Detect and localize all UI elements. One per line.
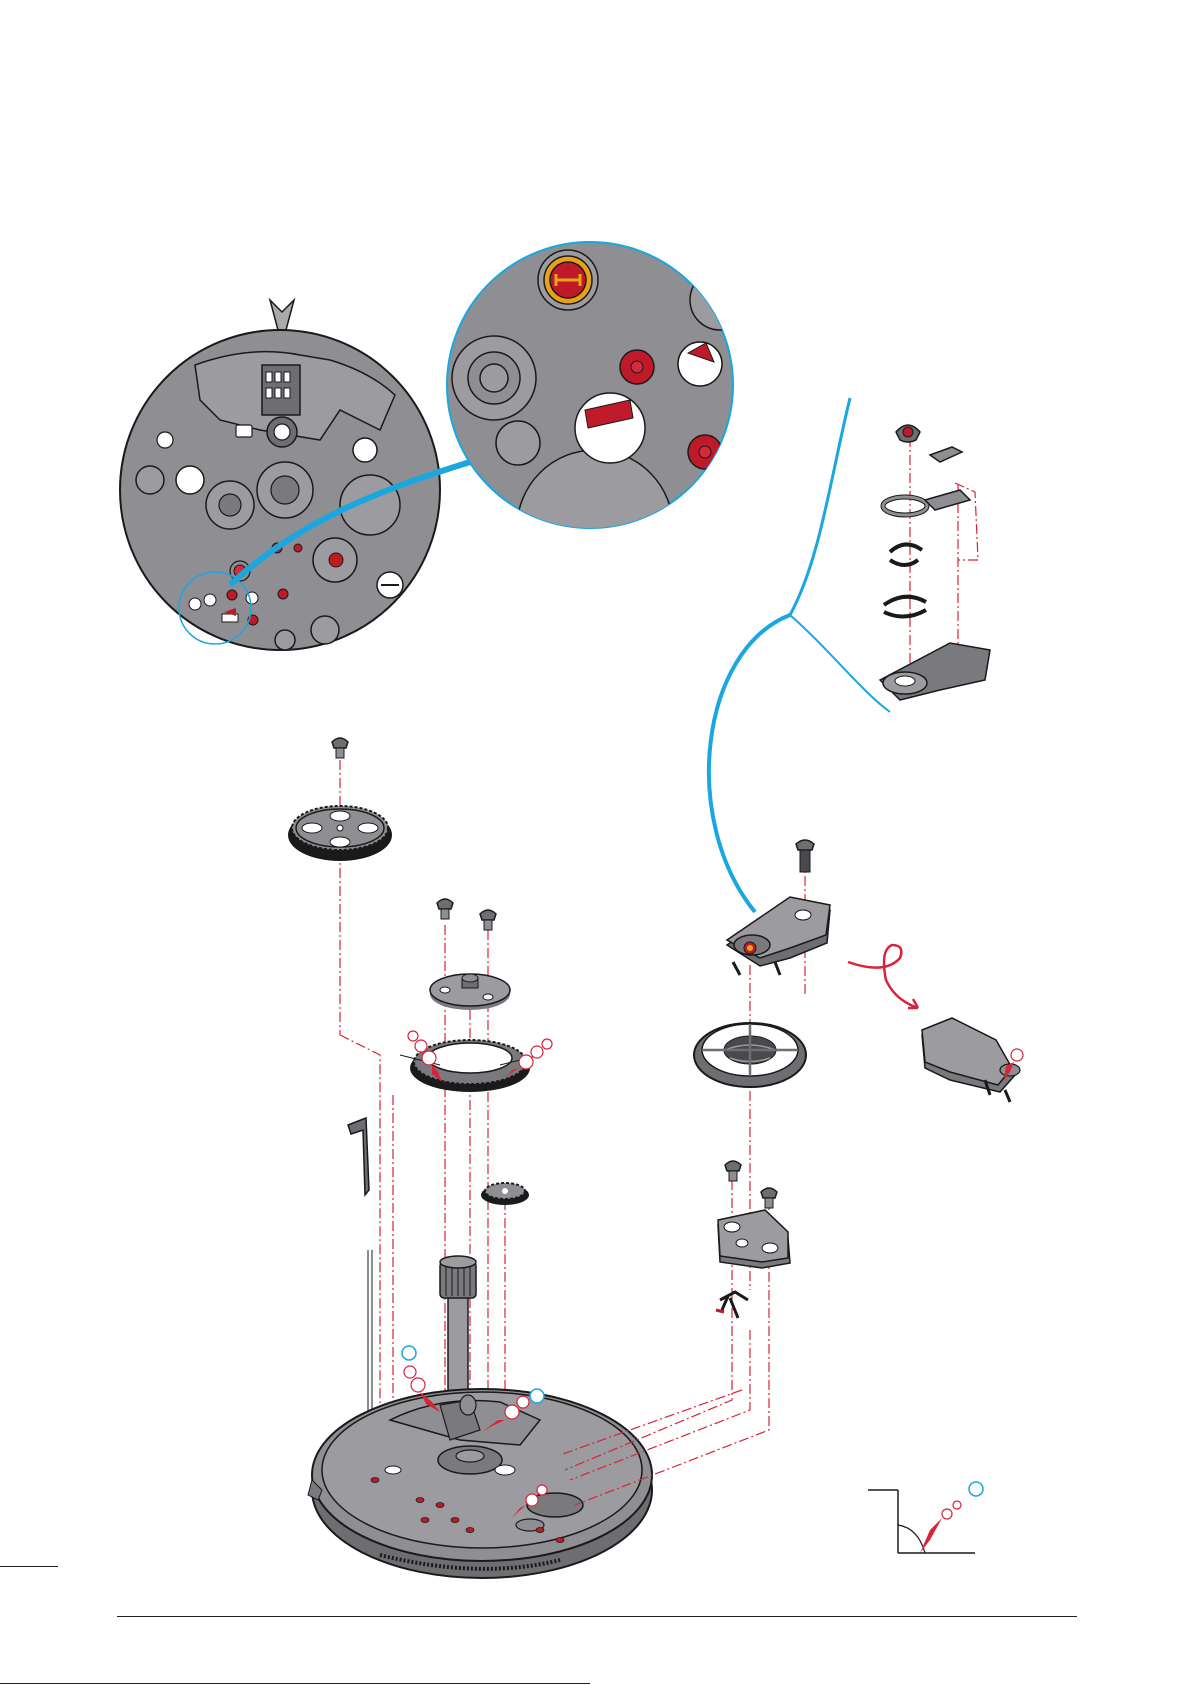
lube-marker-2 (530, 1389, 544, 1403)
lubrication-zone-icon (868, 1482, 983, 1553)
movement-perspective-view (308, 1346, 652, 1578)
rotation-arrow-icon (848, 945, 918, 1008)
page-bottom-rule (0, 1683, 590, 1684)
magnified-detail (447, 242, 750, 606)
lube-marker-1 (402, 1346, 416, 1360)
movement-top-view (120, 300, 470, 650)
shock-absorber-exploded (880, 425, 990, 700)
margin-rule-left (0, 1566, 58, 1567)
callout-bracket (709, 398, 890, 912)
balance-assembly (560, 840, 1023, 1505)
footer-rule (117, 1616, 1077, 1617)
